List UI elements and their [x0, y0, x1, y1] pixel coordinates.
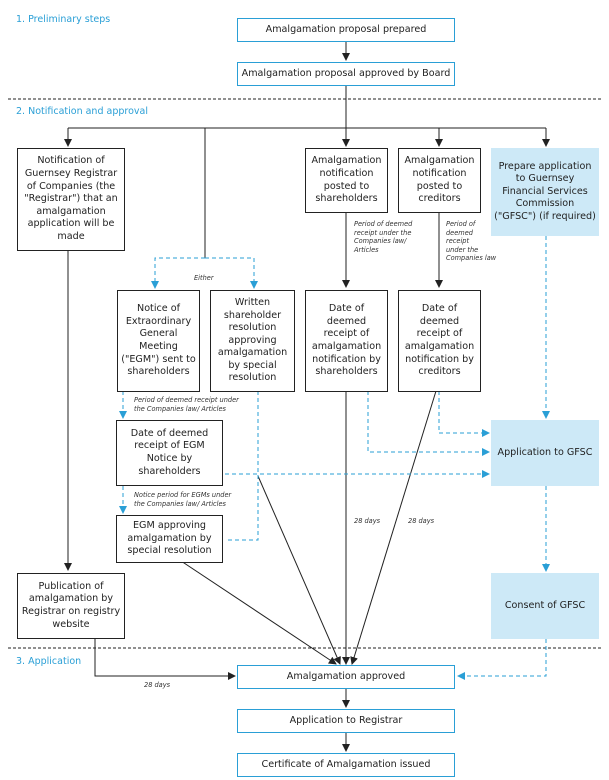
connector	[457, 639, 547, 680]
note-period-shareholders: Period of deemed receipt under the Compa…	[354, 220, 413, 254]
box-consent-gfsc: Consent of GFSC	[491, 573, 599, 639]
connector	[367, 391, 490, 456]
connector	[94, 639, 236, 680]
connector	[257, 475, 341, 665]
connector	[225, 391, 259, 541]
note-days: 28 days	[408, 517, 435, 525]
connector	[438, 391, 490, 437]
box-notify-registrar: Notification of Guernsey Registrar of Co…	[17, 148, 125, 251]
note-period-egm: Period of deemed receipt under the Compa…	[134, 396, 239, 413]
note-days: 28 days	[354, 517, 381, 525]
connector	[350, 390, 437, 665]
section-application: 3. Application	[16, 656, 82, 667]
box-certificate: Certificate of Amalgamation issued	[237, 753, 455, 777]
section-preliminary: 1. Preliminary steps	[16, 14, 111, 25]
box-application-registrar: Application to Registrar	[237, 709, 455, 733]
box-proposal-prepared: Amalgamation proposal prepared	[237, 18, 455, 42]
note-days: 28 days	[144, 681, 171, 689]
box-receipt-egm: Date of deemed receipt of EGM Notice by …	[116, 420, 223, 486]
box-notice-creditors: Amalgamation notification posted to cred…	[398, 148, 481, 213]
note-period-creditors: Period of deemed receipt under the Compa…	[446, 220, 497, 263]
section-notification: 2. Notification and approval	[16, 106, 148, 117]
connector	[205, 257, 258, 289]
box-proposal-approved: Amalgamation proposal approved by Board	[237, 62, 455, 86]
note-notice-period-egm: Notice period for EGMs under the Compani…	[134, 491, 232, 508]
connector	[151, 257, 205, 289]
box-written-resolution: Written shareholder resolution approving…	[210, 290, 295, 392]
box-publication: Publication of amalgamation by Registrar…	[17, 573, 125, 639]
box-egm-approving: EGM approving amalgamation by special re…	[116, 515, 223, 563]
box-egm-notice: Notice of Extraordinary General Meeting …	[117, 290, 200, 392]
box-receipt-creditors: Date of deemed receipt of amalgamation n…	[398, 290, 481, 392]
box-receipt-shareholders: Date of deemed receipt of amalgamation n…	[305, 290, 388, 392]
connector	[165, 550, 337, 665]
box-amalgamation-approved: Amalgamation approved	[237, 665, 455, 689]
box-application-gfsc: Application to GFSC	[491, 420, 599, 486]
note-either: Either	[194, 274, 214, 282]
box-notice-shareholders: Amalgamation notification posted to shar…	[305, 148, 388, 213]
box-prepare-gfsc: Prepare application to Guernsey Financia…	[491, 148, 599, 236]
